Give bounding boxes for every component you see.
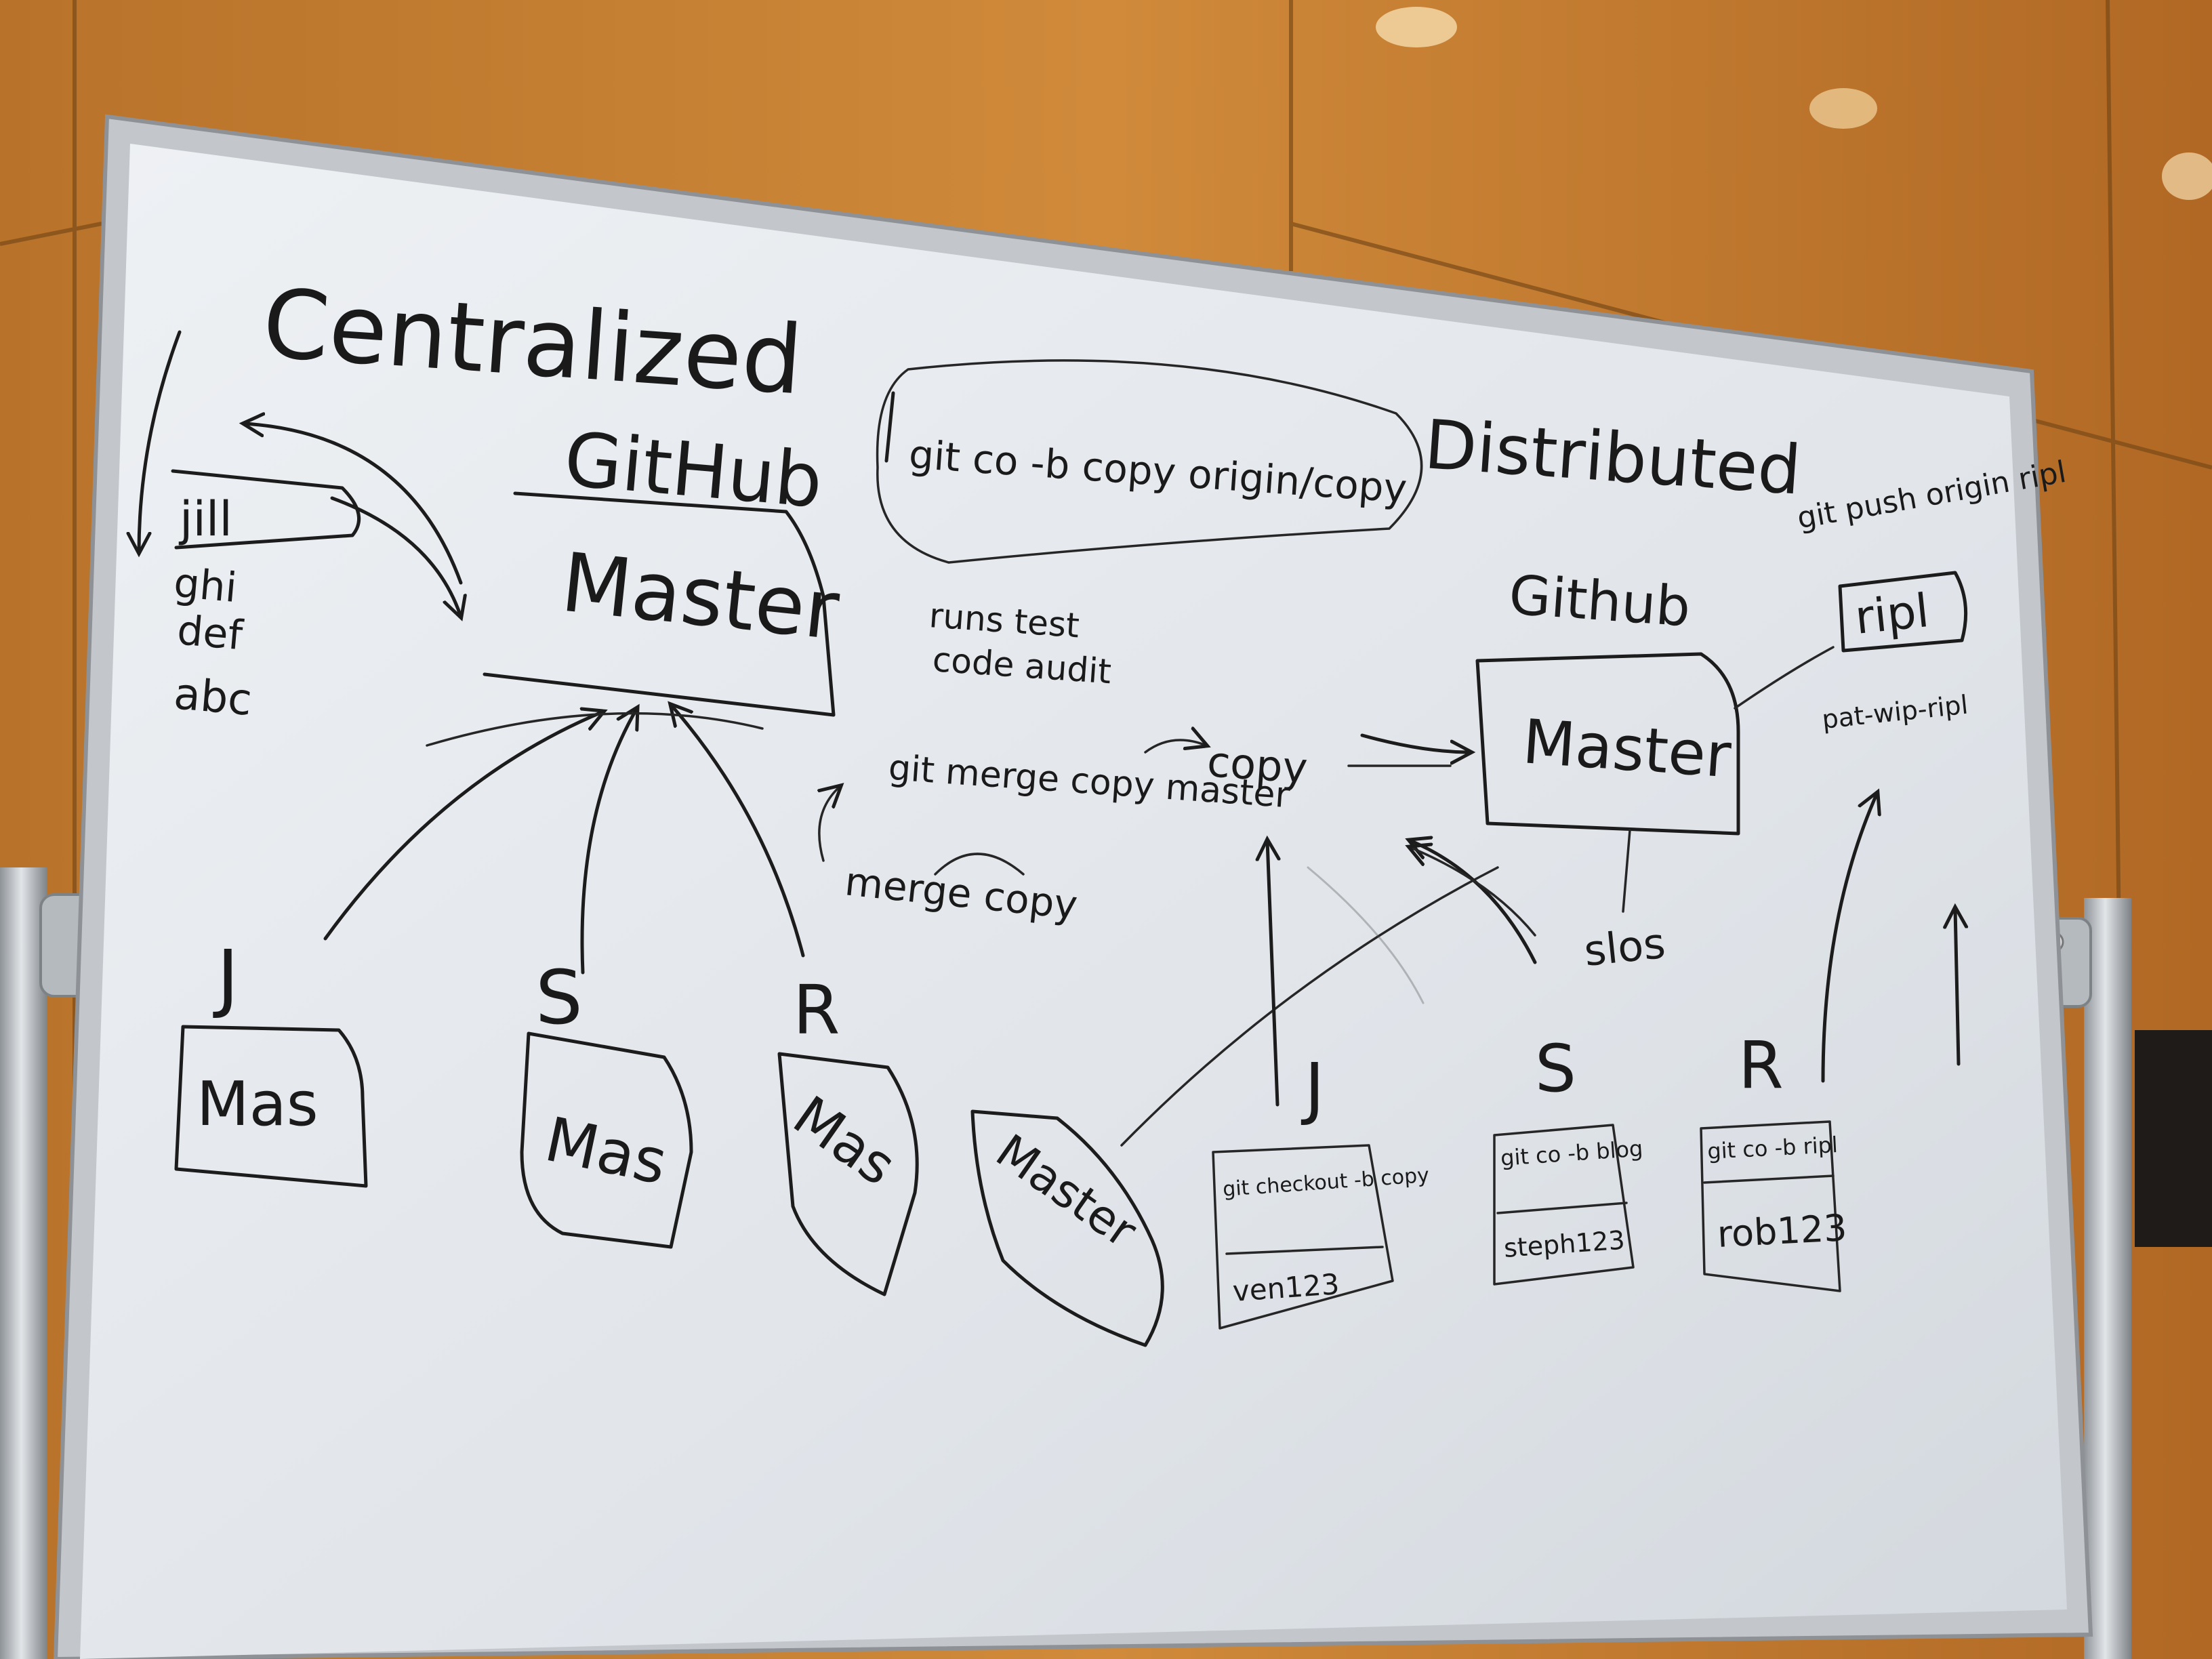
arrow-into-right-master — [1360, 733, 1471, 752]
left-user-box — [174, 1025, 368, 1188]
right-user-box — [1493, 1124, 1635, 1286]
arrow-master-to-jill — [244, 424, 463, 585]
arrow-extra-up — [1955, 908, 1959, 1066]
arrow-into-master-from-below — [1410, 847, 1536, 937]
right-user-divider — [1703, 1174, 1835, 1184]
command-bubble — [876, 359, 1423, 564]
arrow-jill-to-master — [330, 496, 461, 617]
stand-pole-right — [2084, 898, 2131, 1659]
command-cursor — [884, 391, 895, 463]
side-note: abc — [172, 669, 254, 726]
left-user-initial: R — [793, 970, 840, 1050]
right-user-branch: ven123 — [1231, 1267, 1340, 1308]
merge-up-arrow — [819, 786, 840, 862]
right-user-initial: R — [1738, 1027, 1784, 1103]
right-github-label: Github — [1507, 563, 1693, 638]
side-note: def — [176, 607, 246, 659]
ceiling-light-reflection — [1809, 88, 1877, 129]
centralized-diagram: Centralized GitHub Master jill ghi def a… — [139, 268, 919, 1296]
arrow-extra-to-master — [426, 712, 764, 747]
arrow-j-to-master — [323, 712, 603, 941]
arrow-to-side — [139, 330, 182, 552]
master-to-branch-line — [1734, 646, 1835, 710]
left-user-box-text: Mas — [197, 1069, 319, 1140]
floating-master-box — [970, 1109, 1164, 1347]
merge-target: copy — [1206, 737, 1309, 793]
merge-arrow — [1144, 740, 1206, 754]
board-surface — [80, 144, 2067, 1659]
master-to-github-line — [1120, 866, 1499, 1147]
ceiling-light-reflection — [1376, 7, 1457, 47]
branch-box — [1838, 571, 1968, 653]
left-user-initial: S — [535, 954, 583, 1041]
right-master-text: Master — [1520, 706, 1733, 792]
arrow-r-to-master — [671, 705, 805, 958]
stand-pole-left — [0, 867, 47, 1659]
wall-device — [2135, 1030, 2212, 1247]
eraser-smudge — [1307, 866, 1425, 1004]
arrow-r-up — [1821, 793, 1877, 1083]
left-user-box — [520, 1031, 693, 1249]
jill-box-text: jill — [178, 491, 232, 547]
master-to-slos-line — [1622, 829, 1631, 913]
right-user-box — [1700, 1120, 1841, 1292]
right-user-branch: rob123 — [1716, 1206, 1847, 1256]
ceiling-light-reflection — [2162, 152, 2212, 200]
right-master-box — [1475, 652, 1740, 836]
slos-label: slos — [1582, 918, 1668, 976]
left-user-initial: J — [213, 934, 239, 1021]
left-user-box — [777, 1052, 919, 1296]
right-user-initial: J — [1300, 1048, 1325, 1128]
jill-box — [171, 469, 361, 550]
left-master-box — [483, 491, 836, 717]
arrow-j-up — [1267, 840, 1277, 1107]
arrow-s-to-master — [580, 708, 637, 975]
right-user-initial: S — [1535, 1031, 1576, 1107]
side-note: ghi — [172, 559, 239, 612]
branch-box-text: ripl — [1853, 584, 1932, 645]
right-user-divider — [1496, 1202, 1628, 1214]
merge-below-arc — [934, 853, 1025, 876]
right-user-divider — [1225, 1246, 1384, 1255]
right-user-box — [1212, 1144, 1394, 1330]
